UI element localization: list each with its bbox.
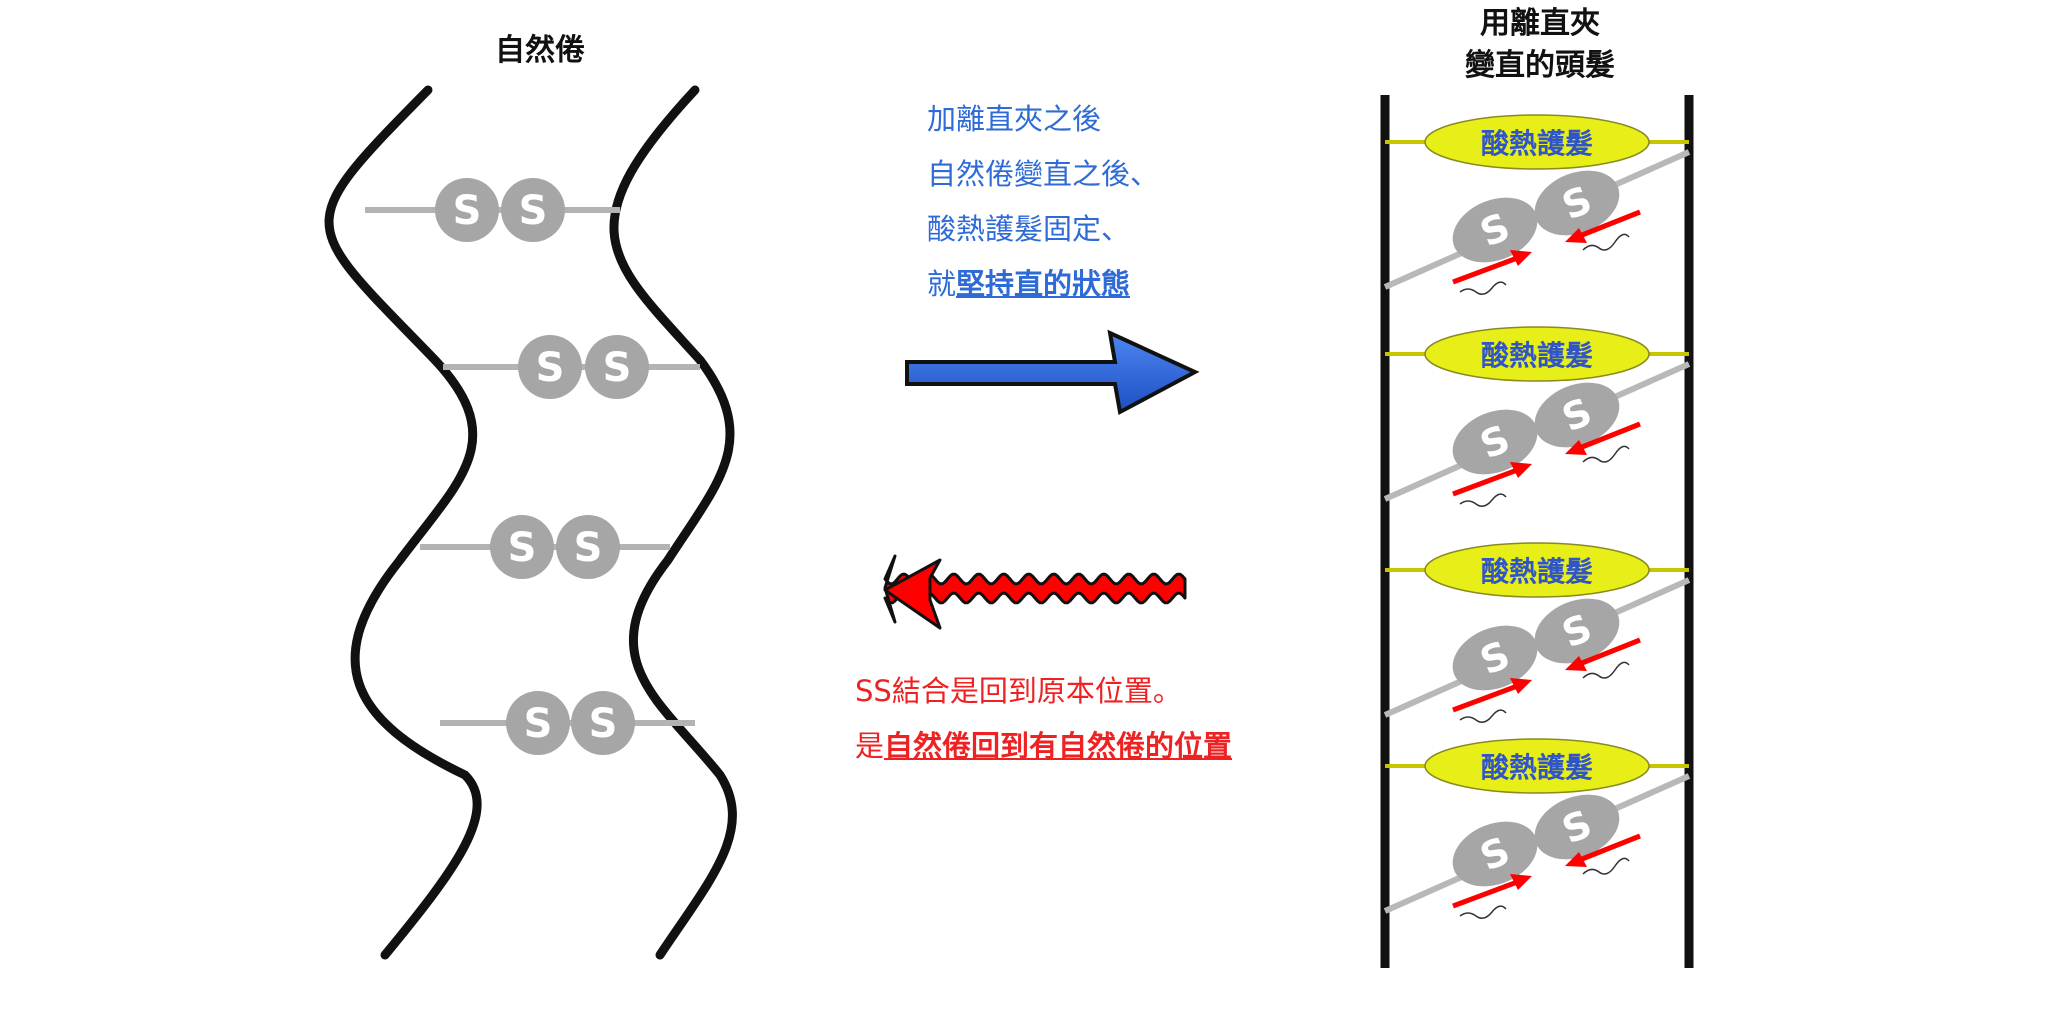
tension-squiggle <box>1582 661 1630 679</box>
treatment-ellipse <box>1424 738 1650 794</box>
sulfur-atom <box>1452 625 1538 691</box>
tension-squiggle <box>1582 857 1630 875</box>
treatment-ellipse <box>1424 114 1650 170</box>
force-arrow-up-head <box>1510 678 1532 694</box>
sulfur-atom <box>1452 197 1538 263</box>
force-arrow-up-head <box>1510 874 1532 890</box>
force-arrow-down-head <box>1565 852 1587 867</box>
blue-note-line4: 就堅持直的狀態 <box>927 257 1159 312</box>
left-title: 自然倦 <box>495 33 585 68</box>
sulfur-atom <box>1534 598 1620 664</box>
red-note-line1: SS結合是回到原本位置。 <box>855 674 1182 708</box>
force-arrow-down-head <box>1565 440 1587 455</box>
red-note-prefix: 是 <box>855 729 885 763</box>
force-arrow-down-head <box>1565 228 1587 243</box>
tension-squiggle <box>1582 445 1630 463</box>
blue-note: 加離直夾之後 自然倦變直之後、 酸熱護髮固定、 就堅持直的狀態 <box>927 92 1159 312</box>
sulfur-label: S <box>453 188 482 234</box>
blue-note-line1: 加離直夾之後 <box>927 102 1102 136</box>
red-arrow-head <box>883 558 942 630</box>
sulfur-atom <box>1534 170 1620 236</box>
red-note-line2: 是自然倦回到有自然倦的位置 <box>855 719 1232 774</box>
force-arrow-up <box>1452 682 1521 713</box>
tension-squiggle <box>1459 905 1507 919</box>
force-arrow-up-head <box>1510 250 1532 266</box>
force-arrow-up <box>1452 254 1521 285</box>
red-wavy-arrow <box>883 554 1187 624</box>
tension-squiggle <box>1459 709 1507 723</box>
sulfur-atom <box>490 515 554 579</box>
straight-hair-strands <box>1380 95 1694 968</box>
force-arrow-down <box>1576 421 1641 452</box>
sulfur-label: S <box>524 701 553 747</box>
force-arrow-down <box>1576 209 1641 240</box>
force-arrow-up <box>1452 466 1521 497</box>
curly-hair-strands <box>324 85 737 960</box>
treatment-label: 酸熱護髮 <box>1481 555 1593 588</box>
sulfur-label: S <box>589 701 618 747</box>
blue-note-emphasis: 堅持直的狀態 <box>956 267 1131 301</box>
red-note-emphasis: 自然倦回到有自然倦的位置 <box>884 729 1233 763</box>
sulfur-label: S <box>574 525 603 571</box>
sulfur-label: S <box>603 345 632 391</box>
force-arrow-down <box>1576 833 1641 864</box>
tension-squiggle <box>1459 281 1507 295</box>
right-strand <box>609 85 737 960</box>
treatment-label: 酸熱護髮 <box>1481 127 1593 160</box>
sulfur-atom <box>1452 409 1538 475</box>
sulfur-atom <box>501 178 565 242</box>
tension-squiggle <box>1582 233 1630 251</box>
sulfur-atom <box>1534 382 1620 448</box>
force-arrow-up <box>1452 878 1521 909</box>
sulfur-atom <box>556 515 620 579</box>
blue-note-line3: 酸熱護髮固定、 <box>927 212 1131 246</box>
treatment-ellipse <box>1424 326 1650 382</box>
treatment-ellipse <box>1424 542 1650 598</box>
sulfur-atom <box>518 335 582 399</box>
tension-squiggle <box>1459 493 1507 507</box>
sulfur-label: S <box>508 525 537 571</box>
sulfur-atom <box>506 691 570 755</box>
left-strand <box>324 85 482 960</box>
sulfur-atom <box>1534 794 1620 860</box>
right-title-line2: 變直的頭髮 <box>1465 48 1615 83</box>
force-arrow-down <box>1576 637 1641 668</box>
sulfur-atom <box>585 335 649 399</box>
force-arrow-up-head <box>1510 462 1532 478</box>
treatment-label: 酸熱護髮 <box>1481 339 1593 372</box>
sulfur-atom <box>1452 821 1538 887</box>
right-title-line1: 用離直夾 <box>1480 6 1600 41</box>
blue-note-prefix: 就 <box>927 267 957 301</box>
blue-arrow <box>905 329 1200 416</box>
sulfur-atom <box>571 691 635 755</box>
sulfur-label: S <box>536 345 565 391</box>
sulfur-atom <box>435 178 499 242</box>
blue-note-line2: 自然倦變直之後、 <box>927 157 1160 191</box>
treatment-label: 酸熱護髮 <box>1481 751 1593 784</box>
sulfur-label: S <box>519 188 548 234</box>
right-title: 用離直夾 變直的頭髮 <box>1400 3 1680 87</box>
force-arrow-down-head <box>1565 656 1587 671</box>
red-note: SS結合是回到原本位置。 是自然倦回到有自然倦的位置 <box>855 664 1232 774</box>
